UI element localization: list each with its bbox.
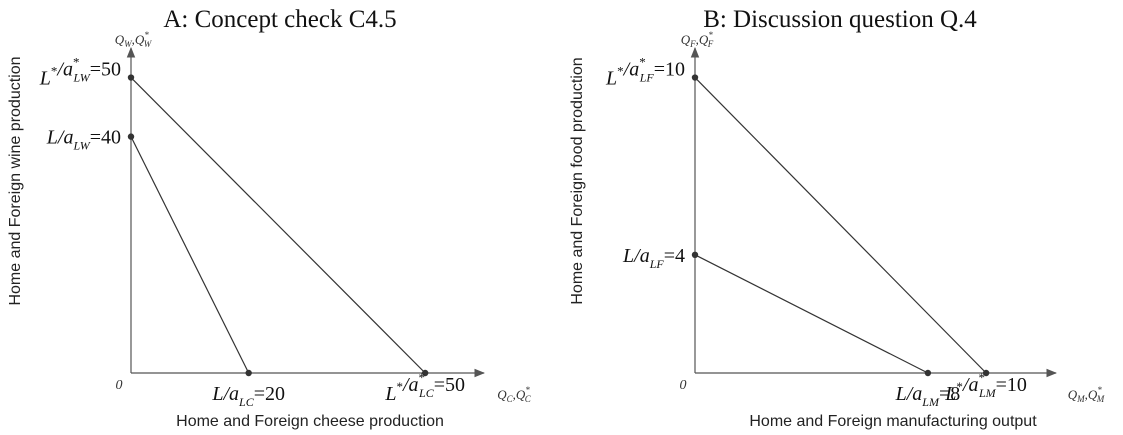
panel-b-y-axis-variable: QF,Q*F <box>681 30 714 49</box>
panel-b: B: Discussion question Q.4 Home and Fore… <box>569 6 1105 430</box>
panel-a-y-axis-variable: QW,Q*W <box>115 30 153 49</box>
panel-a-point <box>127 74 135 81</box>
panel-b-point <box>982 369 990 377</box>
panel-b-ppf-line-1 <box>694 254 929 374</box>
panel-b-marks: L/aLF=4 L*/a*LF=10L/aLM=8L*/a*LM=10 0 QF,Q*… <box>605 30 1105 409</box>
panel-a-point <box>421 369 429 377</box>
panel-b-title: B: Discussion question Q.4 <box>703 6 977 33</box>
panel-b-y-tick-label-2: L*/a*LF=10 <box>605 55 685 90</box>
panel-a: A: Concept check C4.5 Home and Foreign w… <box>7 6 532 430</box>
panel-a-point <box>245 369 252 377</box>
panel-a-marks: L/aLW=40 L*/a*LW=50L/aLC=20 L*/a*LC=50 0 QW,… <box>39 30 532 409</box>
panel-a-x-tick-label-1: L/aLC=20 <box>211 383 285 409</box>
panel-a-point <box>127 133 135 140</box>
panel-b-point <box>691 251 699 259</box>
panel-b-ppf-line-2 <box>694 77 987 374</box>
panel-b-origin-label: 0 <box>680 378 687 393</box>
panel-b-point <box>924 369 932 377</box>
panel-a-ppf-line-2 <box>130 77 426 374</box>
panel-a-y-tick-label-1: L/aLW=40 <box>46 127 121 153</box>
panel-b-x-tick-label-1: L/aLM=8 <box>895 383 961 409</box>
panel-a-origin-label: 0 <box>116 378 123 393</box>
panel-a-x-axis-variable: QC,Q*C <box>497 385 532 404</box>
panel-a-x-axis-label: Home and Foreign cheese production <box>176 413 444 430</box>
panel-b-x-axis-label: Home and Foreign manufacturing output <box>749 413 1037 430</box>
panel-a-x-tick-label-2: L*/a*LC=50 <box>384 370 465 405</box>
panel-b-y-tick-label-1: L/aLF=4 <box>622 245 685 271</box>
panel-a-title: A: Concept check C4.5 <box>163 6 396 33</box>
panel-b-x-tick-label-2: L*/a*LM=10 <box>944 370 1027 405</box>
panel-b-point <box>691 74 699 81</box>
panel-b-y-axis-label: Home and Foreign food production <box>569 57 586 304</box>
panel-b-x-axis-variable: QM,Q*M <box>1068 385 1105 404</box>
panel-a-y-axis-label: Home and Foreign wine production <box>7 56 24 305</box>
panel-a-y-tick-label-2: L*/a*LW=50 <box>39 55 121 90</box>
panel-a-ppf-line-1 <box>130 136 250 374</box>
